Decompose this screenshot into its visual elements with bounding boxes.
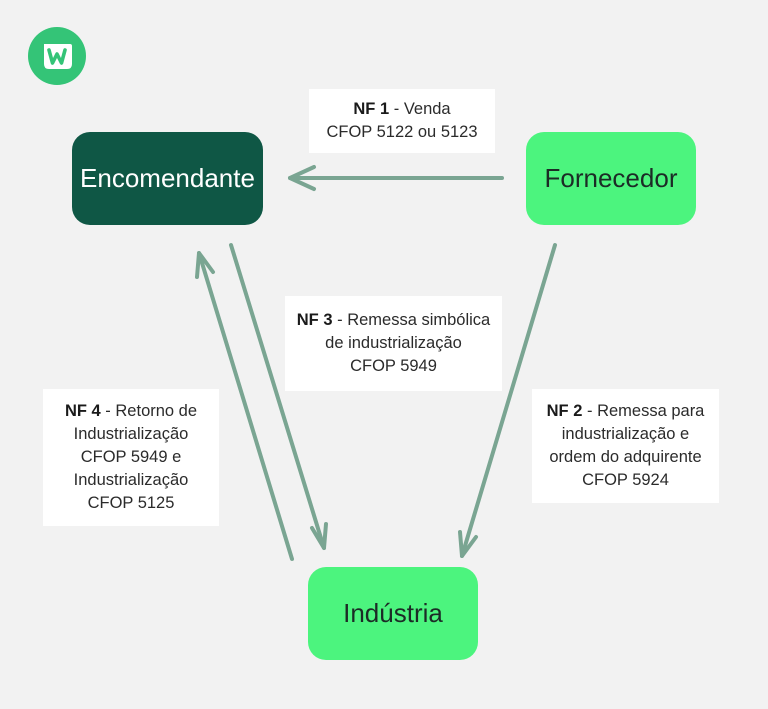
- label-nf2-line: CFOP 5924: [582, 471, 669, 489]
- label-nf2-line: NF 2 - Remessa para: [546, 402, 705, 420]
- arrow-nf3: [229, 243, 328, 550]
- label-nf4-line: Industrialização: [73, 425, 189, 443]
- label-nf4-code: NF 4: [64, 402, 101, 420]
- label-nf3-line: de industrialização: [325, 334, 462, 352]
- w-logo-icon: [44, 44, 72, 69]
- node-encomendante-label: Encomendante: [80, 163, 255, 193]
- label-nf1-line: NF 1 - Venda: [353, 100, 451, 118]
- label-nf2: NF 2 - Remessa para industrialização e o…: [532, 389, 719, 503]
- label-nf3: NF 3 - Remessa simbólica de industrializ…: [285, 296, 502, 391]
- node-fornecedor: Fornecedor: [526, 132, 696, 225]
- brand-logo: [28, 27, 86, 85]
- label-nf4-line: NF 4 - Retorno de: [64, 402, 198, 420]
- node-industria: Indústria: [308, 567, 478, 660]
- label-nf1-line: CFOP 5122 ou 5123: [326, 123, 478, 141]
- label-nf2-line: ordem do adquirente: [549, 448, 702, 466]
- label-nf4-line: CFOP 5949 e: [80, 448, 182, 466]
- arrow-nf1: [288, 165, 504, 191]
- label-nf3-line: NF 3 - Remessa simbólica: [296, 311, 491, 329]
- label-nf1-code: NF 1: [353, 100, 390, 118]
- label-nf4: NF 4 - Retorno de Industrialização CFOP …: [43, 389, 219, 526]
- label-nf4-line: Industrialização: [73, 471, 189, 489]
- label-nf2-line: industrialização e: [561, 425, 690, 443]
- arrow-nf2: [458, 243, 557, 558]
- label-nf2-code: NF 2: [546, 402, 583, 420]
- label-nf4-line: CFOP 5125: [87, 494, 175, 512]
- label-nf1: NF 1 - Venda CFOP 5122 ou 5123: [309, 89, 495, 153]
- node-encomendante: Encomendante: [72, 132, 263, 225]
- arrow-nf4: [195, 251, 294, 561]
- label-nf3-line: CFOP 5949: [350, 357, 437, 375]
- node-industria-label: Indústria: [343, 598, 443, 628]
- node-fornecedor-label: Fornecedor: [544, 163, 678, 193]
- label-nf3-code: NF 3: [296, 311, 333, 329]
